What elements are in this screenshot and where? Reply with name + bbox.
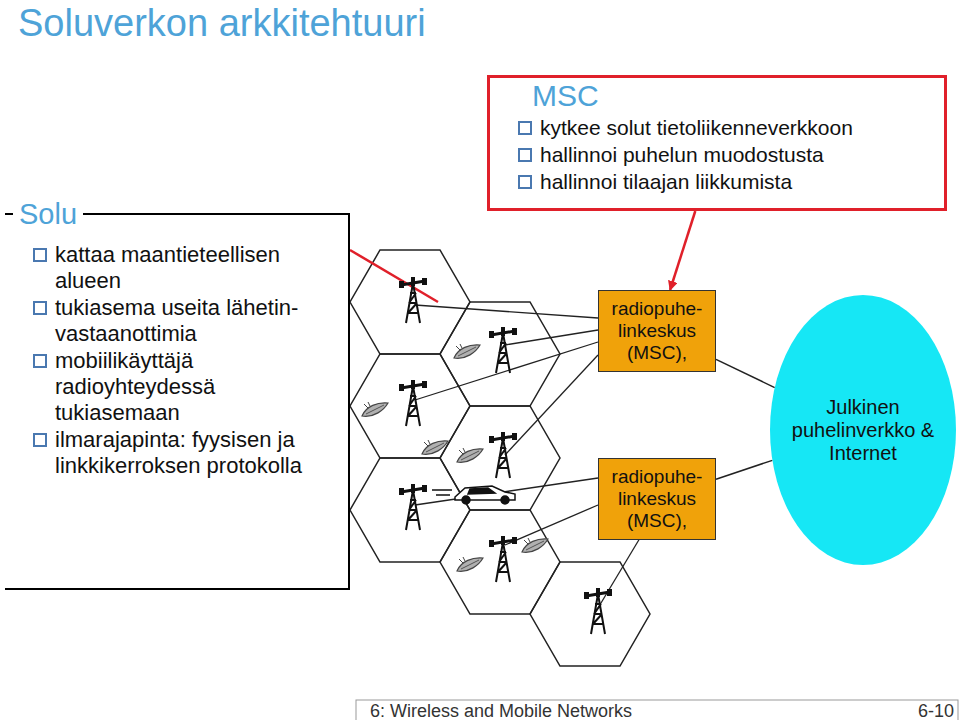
network-cloud: Julkinen puhelinverkko & Internet xyxy=(770,295,956,565)
msc-box: radiopuhe- linkeskus (MSC), xyxy=(598,458,716,540)
msc-info-box: MSCkytkee solut tietoliikenneverkkoonhal… xyxy=(487,75,947,211)
box-heading: MSC xyxy=(532,78,934,114)
box-heading: Solu xyxy=(13,198,83,230)
bullet-text: kattaa maantieteellisen alueen xyxy=(33,242,338,294)
page-title: Soluverkon arkkitehtuuri xyxy=(18,2,426,45)
footer-text: 6: Wireless and Mobile Networks xyxy=(370,701,632,720)
msc-box: radiopuhe- linkeskus (MSC), xyxy=(598,290,716,372)
bullet-text: ilmarajapinta: fyysisen ja linkkikerroks… xyxy=(33,427,338,479)
box-text: radiopuhe- linkeskus (MSC), xyxy=(605,466,709,532)
bullet-text: hallinnoi tilaajan liikkumista xyxy=(518,169,934,195)
box-text: radiopuhe- linkeskus (MSC), xyxy=(605,298,709,364)
bullet-text: hallinnoi puhelun muodostusta xyxy=(518,142,934,168)
connector xyxy=(716,460,772,479)
page-number: 6-10 xyxy=(918,701,954,720)
box-text: Julkinen puhelinverkko & Internet xyxy=(790,396,936,465)
bullet-text: tukiasema useita lähetin-vastaanottimia xyxy=(33,295,338,347)
connector xyxy=(670,211,695,290)
cell-info-box: Solukattaa maantieteellisen alueentukias… xyxy=(5,213,350,590)
bullet-text: kytkee solut tietoliikenneverkkoon xyxy=(518,115,934,141)
bullet-text: mobiilikäyttäjä radioyhteydessä tukiasem… xyxy=(33,348,338,426)
connector xyxy=(716,359,775,387)
